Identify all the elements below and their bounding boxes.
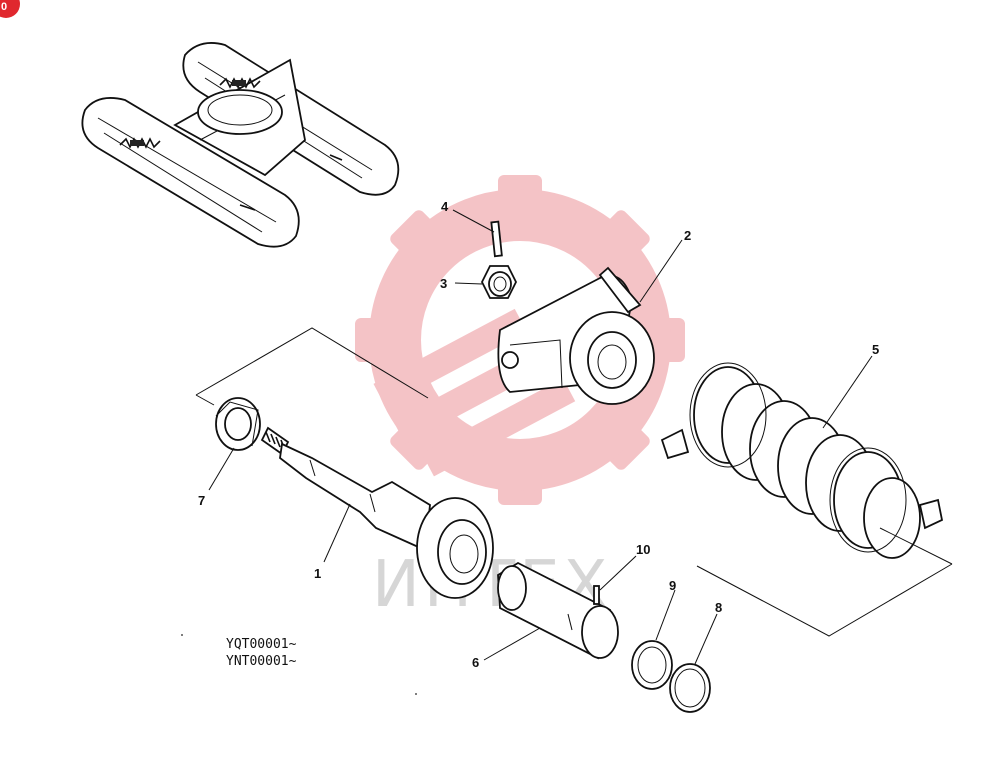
leader-lines <box>208 209 873 665</box>
callout-2: 2 <box>684 228 691 243</box>
callout-labels: 4 3 2 5 7 1 6 10 9 8 <box>198 199 879 670</box>
undercarriage-overview-icon <box>81 42 400 248</box>
callout-7: 7 <box>198 493 205 508</box>
hex-nut-icon <box>480 265 518 299</box>
callout-5: 5 <box>872 342 879 357</box>
assembly-guide-lines <box>195 327 953 637</box>
callout-8: 8 <box>715 600 722 615</box>
bushing-icon <box>215 397 261 451</box>
callout-3: 3 <box>440 276 447 291</box>
speck <box>415 693 417 695</box>
callout-4: 4 <box>441 199 449 214</box>
serial-line-2: YNT00001~ <box>226 654 297 669</box>
callout-1: 1 <box>314 566 321 581</box>
spring-icon <box>660 362 944 559</box>
cylinder-icon <box>497 561 619 660</box>
badge-text: 0 <box>1 1 7 13</box>
bracket-icon <box>497 266 655 405</box>
corner-badge: 0 <box>0 0 20 18</box>
serial-line-1: YQT00001~ <box>226 637 297 652</box>
serial-number-note: YQT00001~ YNT00001~ <box>226 637 297 669</box>
rod-icon <box>260 426 494 599</box>
callout-9: 9 <box>669 578 676 593</box>
pin-icon <box>490 220 503 258</box>
callout-10: 10 <box>636 542 650 557</box>
o-ring-icon <box>669 663 711 713</box>
backup-ring-icon <box>631 640 673 690</box>
speck <box>181 634 183 636</box>
callout-6: 6 <box>472 655 479 670</box>
spring-pin-icon <box>593 585 600 605</box>
